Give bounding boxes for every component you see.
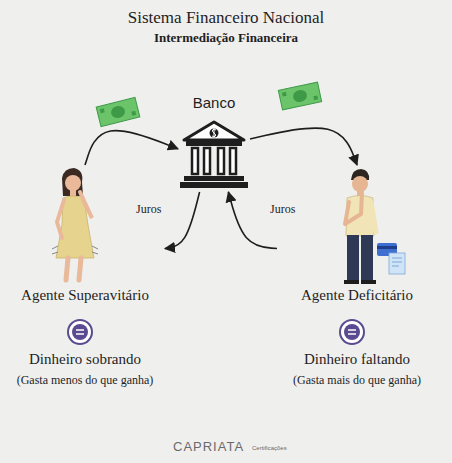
- agent-note: Dinheiro faltando: [277, 351, 437, 368]
- flow-arrow: [165, 192, 200, 249]
- edge-label: Juros: [268, 203, 297, 216]
- edge-label: Juros: [134, 203, 163, 216]
- bank-node: Banco: [178, 94, 250, 192]
- equal-icon: [68, 320, 92, 344]
- agent-node: Agente SuperavitárioDinheiro sobrando (Ga…: [5, 165, 165, 397]
- bank-label: Banco: [178, 94, 250, 111]
- money-bill: [278, 82, 321, 110]
- agent-detail: (Gasta mais do que ganha): [277, 374, 437, 388]
- bank-icon: [178, 118, 250, 190]
- flow-arrow: [228, 192, 277, 249]
- agent-node: Agente DeficitárioDinheiro faltando (Gast…: [277, 165, 437, 397]
- subtitle: Intermediação Financeira: [154, 30, 298, 46]
- agent-detail: (Gasta menos do que ganha): [5, 374, 165, 388]
- money-bill: [96, 97, 140, 126]
- flow-arrow: [85, 131, 178, 165]
- flow-arrow: [250, 128, 357, 165]
- equal-icon: [340, 320, 364, 344]
- title: Sistema Financeiro Nacional: [0, 8, 452, 28]
- agent-heading: Agente Deficitário: [277, 287, 437, 304]
- man-figure: [344, 169, 405, 284]
- agent-heading: Agente Superavitário: [5, 287, 165, 304]
- woman-figure: [52, 168, 98, 280]
- watermark: CAPRIATA: [173, 439, 244, 454]
- agent-note: Dinheiro sobrando: [5, 351, 165, 368]
- watermark: Certificações: [252, 445, 287, 451]
